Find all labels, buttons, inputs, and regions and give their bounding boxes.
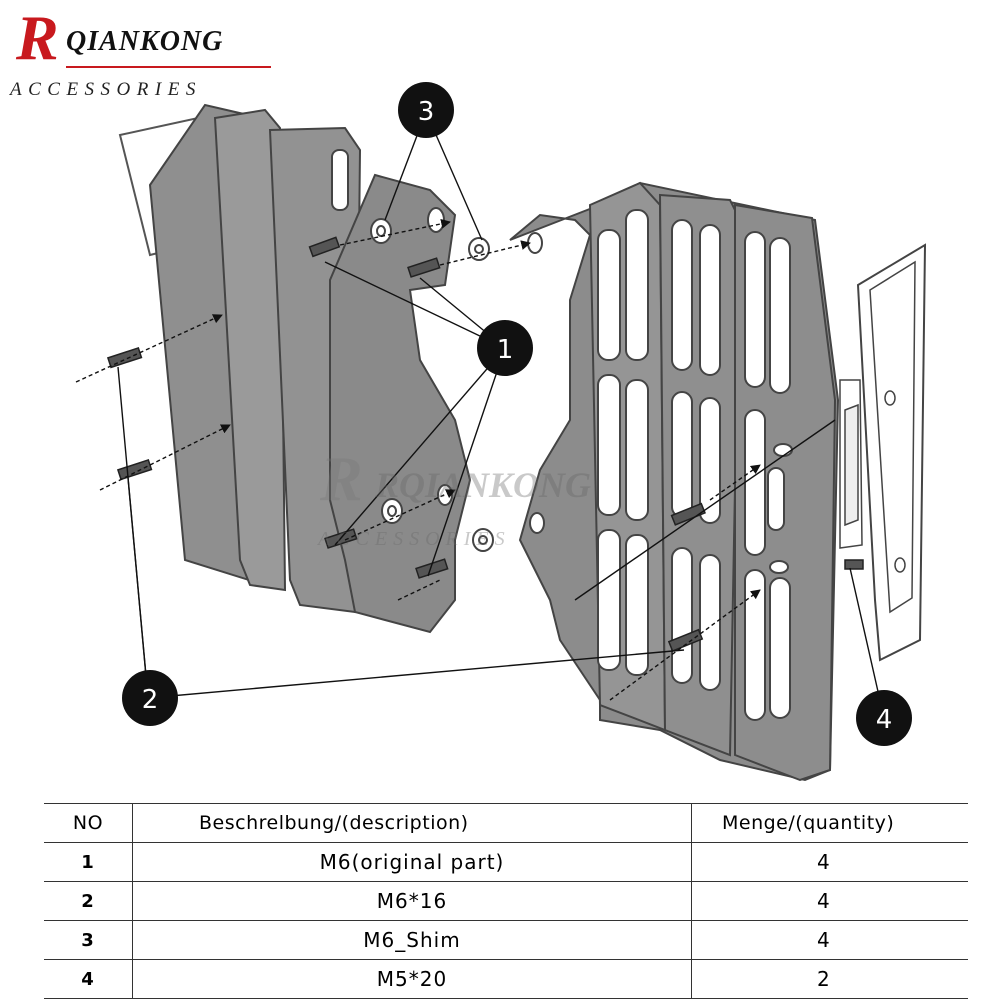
side-mount-plate <box>839 243 927 662</box>
table-row: 3 M6_Shim 4 <box>44 920 968 960</box>
callout-4-number: 4 <box>876 705 893 735</box>
header-quantity: Menge/(quantity) <box>691 803 968 843</box>
callout-2-number: 2 <box>142 685 159 715</box>
watermark-name: RQIANKONG <box>374 465 591 505</box>
row-quantity: 4 <box>691 920 968 960</box>
watermark: R RQIANKONG ACCESSORIES <box>316 443 591 550</box>
assembly-diagram: R RQIANKONG ACCESSORIES 3 1 2 4 <box>75 82 927 782</box>
row-quantity: 2 <box>691 959 968 999</box>
watermark-initial: R <box>319 443 363 514</box>
table-row: 2 M6*16 4 <box>44 881 968 921</box>
table-header-row: NO Beschrelbung/(description) Menge/(qua… <box>44 803 968 843</box>
header-description: Beschrelbung/(description) <box>132 803 692 843</box>
row-description: M6(original part) <box>132 842 692 882</box>
row-no: 3 <box>44 920 133 960</box>
row-no: 2 <box>44 881 133 921</box>
parts-table: NO Beschrelbung/(description) Menge/(qua… <box>44 803 968 999</box>
row-description: M6_Shim <box>132 920 692 960</box>
callout-3: 3 <box>398 82 454 138</box>
callout-2: 2 <box>122 670 178 726</box>
logo-subtitle: ACCESSORIES <box>10 79 202 100</box>
row-description: M5*20 <box>132 959 692 999</box>
row-description: M6*16 <box>132 881 692 921</box>
logo-divider <box>66 66 271 68</box>
assembly-guide-lines <box>75 219 761 701</box>
header-no: NO <box>44 803 133 843</box>
table-row: 4 M5*20 2 <box>44 959 968 999</box>
watermark-subtitle: ACCESSORIES <box>316 528 511 550</box>
callout-3-number: 3 <box>418 97 435 127</box>
row-quantity: 4 <box>691 842 968 882</box>
callout-1: 1 <box>477 320 533 376</box>
logo-name: QIANKONG <box>66 26 224 57</box>
callout-1-number: 1 <box>497 335 514 365</box>
brand-logo: R QIANKONG ACCESSORIES <box>8 2 278 103</box>
logo-initial: R <box>16 2 59 73</box>
callout-4: 4 <box>856 690 912 746</box>
table-row: 1 M6(original part) 4 <box>44 842 968 882</box>
row-no: 4 <box>44 959 133 999</box>
right-radiator-guard <box>509 181 840 782</box>
left-radiator-guard <box>118 103 472 634</box>
row-quantity: 4 <box>691 881 968 921</box>
row-no: 1 <box>44 842 133 882</box>
